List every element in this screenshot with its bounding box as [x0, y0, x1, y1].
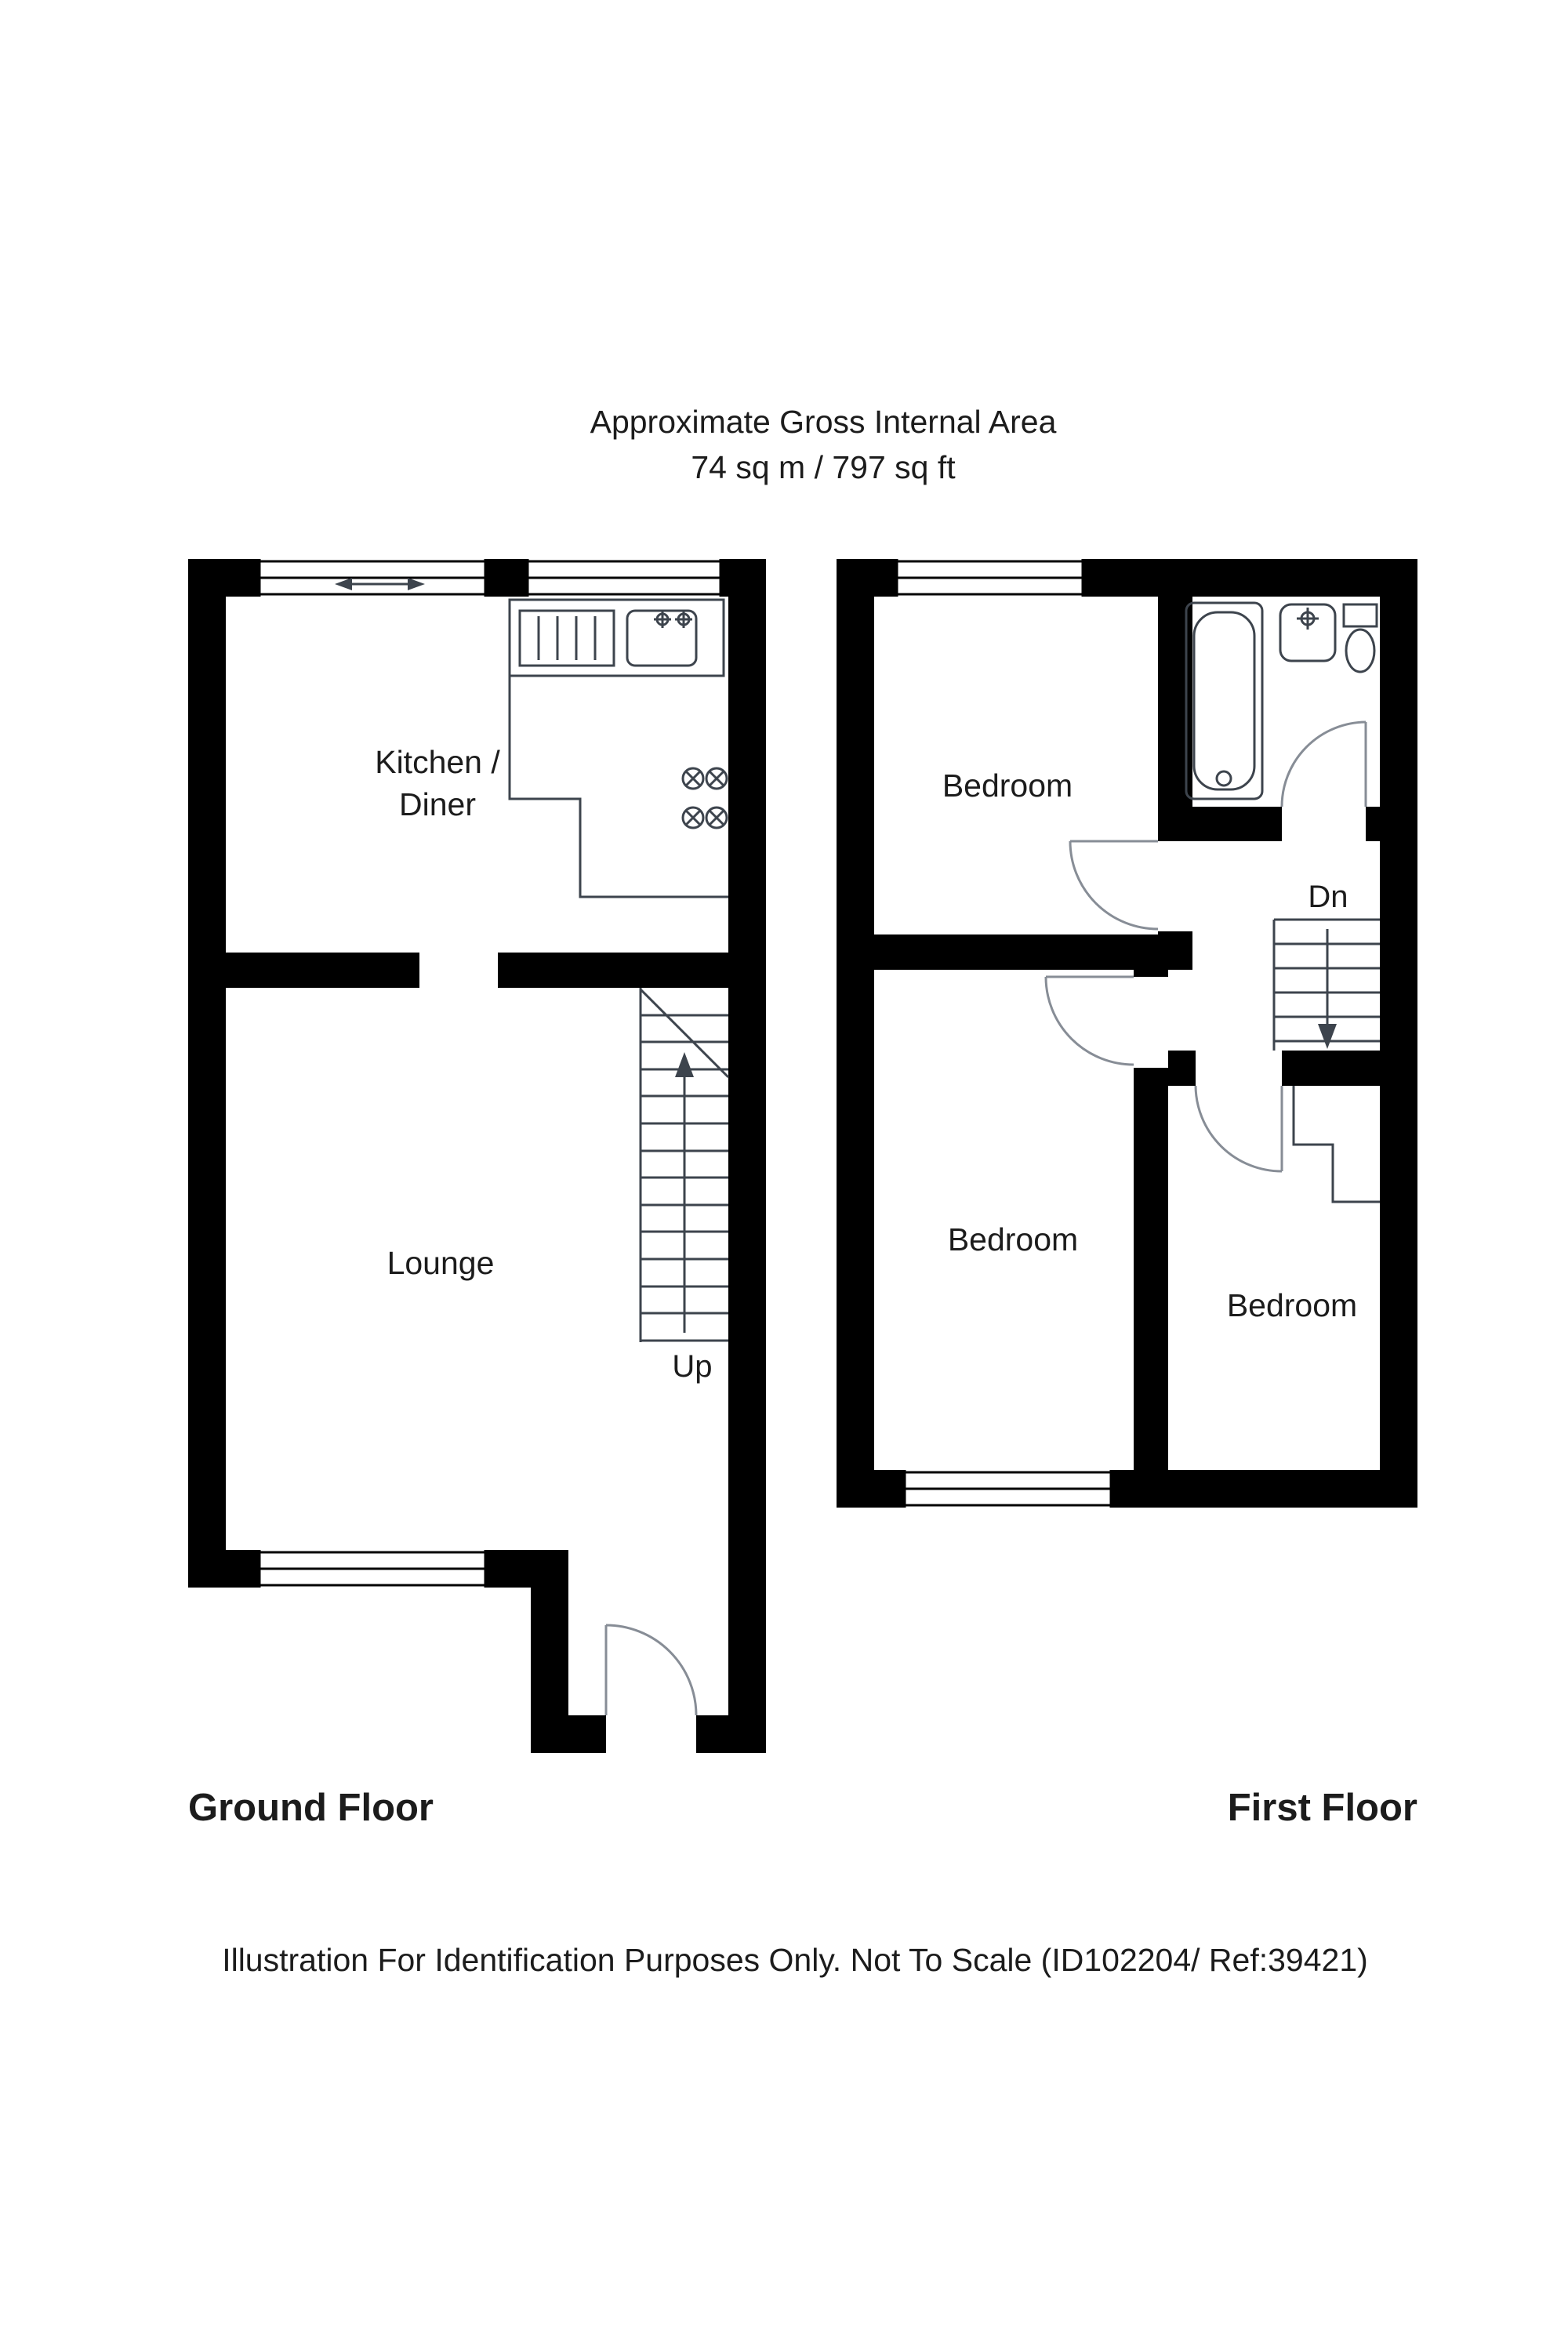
- bedroom2-door: [1044, 975, 1134, 1066]
- wall-segment: [188, 559, 226, 1588]
- down-arrow-icon: [1318, 1024, 1337, 1049]
- stairs-down-label: Dn: [1308, 880, 1348, 914]
- basin-icon: [1279, 603, 1337, 662]
- wall-segment: [1134, 1068, 1168, 1470]
- wall-segment: [1282, 1051, 1380, 1086]
- title-line2: 74 sq m / 797 sq ft: [691, 449, 956, 485]
- window: [903, 1470, 1112, 1508]
- stair-bulkhead: [1292, 1086, 1380, 1203]
- kitchen-diner-label-line1: Kitchen /: [375, 744, 500, 780]
- wall-segment: [226, 953, 419, 988]
- window: [895, 559, 1084, 597]
- footer: Ground Floor First Floor Illustration Fo…: [188, 1787, 1417, 1978]
- ground-floor-plan: Kitchen / Diner Lounge Up: [188, 559, 766, 1753]
- kitchen-sink-icon: [508, 598, 725, 677]
- wall-segment: [531, 1715, 606, 1753]
- bathroom-door: [1280, 720, 1367, 807]
- staircase-up: [639, 988, 730, 1342]
- bath-icon: [1185, 601, 1264, 800]
- lounge-label: Lounge: [387, 1245, 495, 1281]
- first-floor-plan: Bedroom Dn Bedroom Bedroom: [837, 559, 1417, 1508]
- wall-segment: [1134, 970, 1168, 977]
- wall-segment: [874, 934, 1192, 970]
- up-arrow-icon: [675, 1052, 694, 1077]
- hob-icon: [681, 767, 728, 829]
- first-floor-caption: First Floor: [1228, 1787, 1417, 1829]
- title-line1: Approximate Gross Internal Area: [590, 404, 1057, 440]
- ground-floor-caption: Ground Floor: [188, 1787, 434, 1829]
- entrance-door: [604, 1624, 698, 1716]
- stairs-up-label: Up: [672, 1349, 712, 1384]
- wall-segment: [1380, 559, 1417, 1508]
- toilet-icon: [1342, 603, 1378, 673]
- wall-segment: [696, 1715, 766, 1753]
- bedroom3-label: Bedroom: [1227, 1287, 1357, 1323]
- staircase-down: [1272, 918, 1380, 1051]
- window: [258, 1550, 487, 1588]
- bedroom3-door: [1194, 1085, 1283, 1173]
- window-width-arrow: [335, 578, 425, 590]
- wall-segment: [837, 559, 874, 1508]
- window: [258, 559, 487, 597]
- wall-segment: [1168, 1051, 1196, 1086]
- kitchen-diner-label-line2: Diner: [399, 786, 476, 822]
- wall-segment: [498, 953, 728, 988]
- kitchen-counter: [508, 676, 728, 898]
- bedroom2-label: Bedroom: [948, 1221, 1078, 1257]
- bedroom1-door: [1069, 840, 1159, 931]
- wall-segment: [1158, 807, 1282, 841]
- bedroom1-label: Bedroom: [942, 768, 1073, 804]
- wall-segment: [728, 559, 766, 1753]
- window: [526, 559, 722, 597]
- title-block: Approximate Gross Internal Area 74 sq m …: [590, 404, 1057, 485]
- disclaimer: Illustration For Identification Purposes…: [222, 1942, 1368, 1978]
- wall-segment: [1366, 807, 1380, 841]
